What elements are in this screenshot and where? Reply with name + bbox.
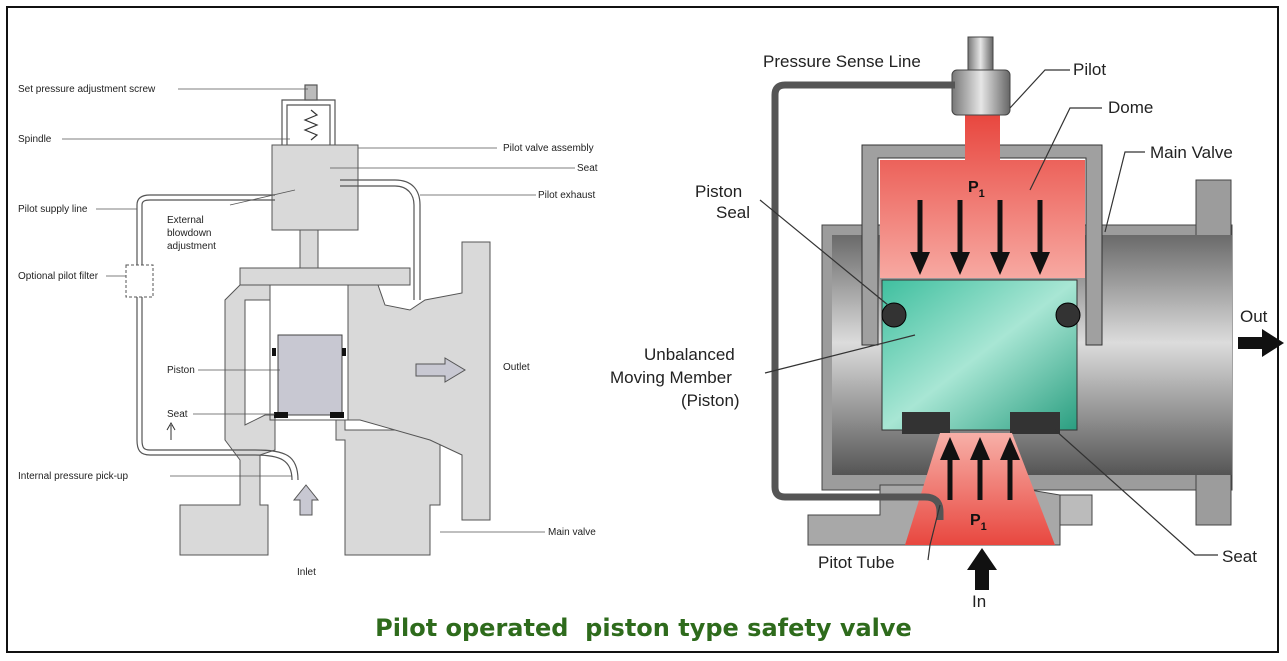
label-dome: Dome [1108,98,1153,117]
label-seat-left: Seat [167,409,188,420]
piston-bore [269,284,349,421]
label-pilot: Pilot [1073,60,1106,79]
outlet-flow-arrow [415,357,466,383]
label-main-valve: Main valve [548,527,596,538]
pilot-exhaust-line [340,179,421,300]
label-pilot-exhaust: Pilot exhaust [538,190,595,201]
label-in: In [972,592,986,610]
label-pilot-valve-assembly: Pilot valve assembly [503,143,594,154]
left-valve-diagram: Set pressure adjustment screw Spindle Pi… [18,84,598,578]
label-unbalanced-2: Moving Member [610,368,732,387]
label-seat: Seat [1222,547,1257,566]
label-pilot-supply-line: Pilot supply line [18,204,88,215]
label-inlet: Inlet [297,567,316,578]
optional-pilot-filter [125,264,154,298]
label-p1-bottom: P1 [970,512,987,533]
seat-left [902,412,950,434]
label-set-pressure-screw: Set pressure adjustment screw [18,84,156,95]
dome-chamber [880,115,1085,278]
unbalanced-moving-member [881,279,1078,431]
piston-seal-right [1055,302,1081,328]
label-piston-seal-2: Seal [716,203,750,222]
out-arrow [1238,329,1284,357]
piston-block [277,334,343,416]
pilot-bonnet [281,84,336,145]
main-valve-body [179,144,491,556]
label-external-blowdown-3: adjustment [167,241,216,252]
dome-housing [861,144,1103,346]
label-p1-top: P1 [968,179,985,200]
pilot-supply-line [136,194,299,481]
image-frame [6,6,1279,653]
label-optional-filter: Optional pilot filter [18,271,99,282]
pressure-sense-line [771,81,955,520]
label-internal-pickup: Internal pressure pick-up [18,471,128,482]
label-main-valve: Main Valve [1150,143,1233,162]
piston-seal-left [881,302,907,328]
label-external-blowdown-1: External [167,215,204,226]
label-external-blowdown-2: blowdown [167,228,211,239]
dome-pressure-arrows [910,200,1050,275]
label-spindle: Spindle [18,134,52,145]
label-pitot-tube: Pitot Tube [818,553,895,572]
inlet-pressure-arrows [940,437,1020,500]
label-piston-seal-1: Piston [695,182,742,201]
right-valve-diagram: Pressure Sense Line Pilot Dome Main Valv… [610,36,1284,610]
label-seat-right: Seat [577,163,598,174]
label-pressure-sense-line: Pressure Sense Line [763,52,921,71]
pilot [951,36,1011,116]
label-outlet: Outlet [503,362,530,373]
label-unbalanced-1: Unbalanced [644,345,735,364]
label-piston: Piston [167,365,195,376]
label-unbalanced-3: (Piston) [681,391,740,410]
label-out: Out [1240,307,1268,326]
in-arrow [967,548,997,590]
inlet-flow-arrow [292,484,320,516]
figure-caption: Pilot operated piston type safety valve [375,614,912,642]
seat-right [1010,412,1060,434]
